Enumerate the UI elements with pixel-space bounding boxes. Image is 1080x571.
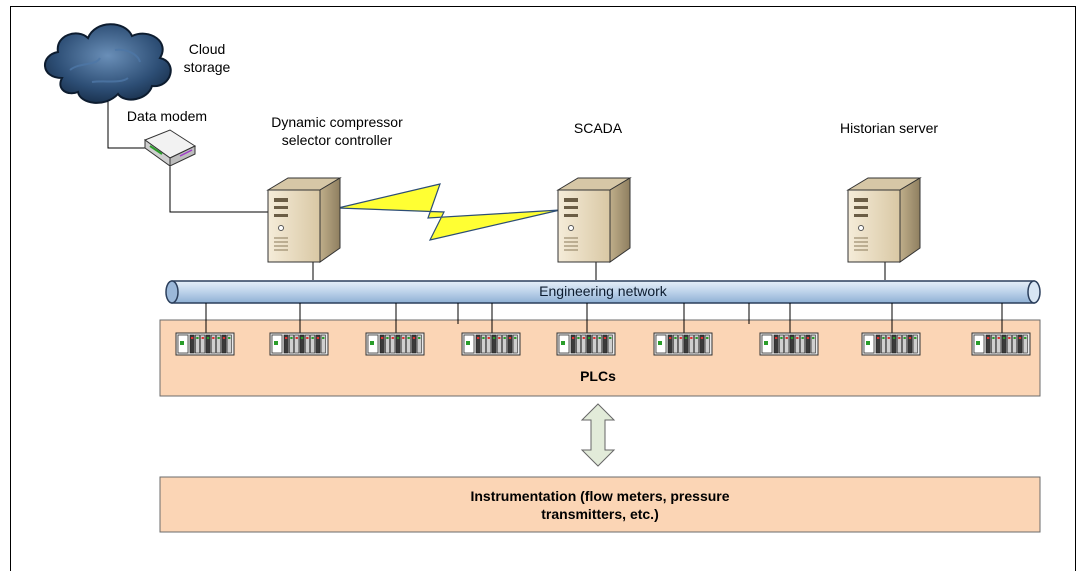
plc-rack-icon — [556, 332, 616, 356]
plc-panel — [159, 319, 1041, 397]
instrumentation-label-line1: Instrumentation (flow meters, pressure — [470, 488, 729, 504]
plc-rack-icon — [461, 332, 521, 356]
dcsc-label-line2: selector controller — [282, 132, 393, 148]
instrumentation-label-line2: transmitters, etc.) — [541, 506, 658, 522]
connection-lines — [107, 100, 886, 280]
plc-rack-icon — [365, 332, 425, 356]
modem-label: Data modem — [127, 108, 207, 124]
plc-rack-icon — [653, 332, 713, 356]
cloud-icon — [44, 23, 172, 104]
double-arrow-icon — [580, 403, 616, 467]
dcsc-label-line1: Dynamic compressor — [271, 114, 403, 130]
cloud-label-line1: Cloud — [189, 41, 226, 57]
instrumentation-panel — [159, 476, 1041, 533]
plc-rack-icon — [971, 332, 1031, 356]
diagram-frame — [10, 6, 1076, 571]
plc-rack-icon — [269, 332, 329, 356]
wireless-link-icon — [337, 183, 561, 241]
scada-label: SCADA — [574, 120, 623, 136]
dcsc-server-icon — [266, 177, 342, 263]
historian-label: Historian server — [840, 120, 938, 136]
historian-server-icon — [846, 177, 922, 263]
plc-rack-icon — [175, 332, 235, 356]
plcs-label: PLCs — [580, 368, 616, 384]
plc-rack-icon — [759, 332, 819, 356]
cloud-label-line2: storage — [184, 59, 231, 75]
scada-server-icon — [556, 177, 632, 263]
plc-rack-icon — [861, 332, 921, 356]
modem-icon — [143, 129, 197, 167]
engineering-network-bus — [165, 280, 1041, 304]
network-label: Engineering network — [539, 283, 668, 299]
